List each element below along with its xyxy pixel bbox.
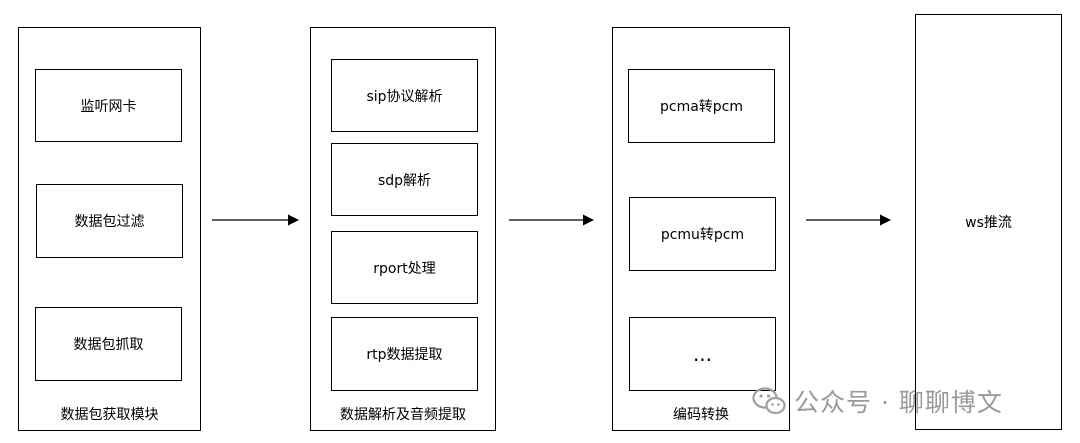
node-pcma-to-pcm: pcma转pcm bbox=[628, 69, 775, 143]
arrow-capture-to-parse bbox=[212, 214, 299, 226]
arrow-parse-to-transcode bbox=[509, 214, 594, 226]
node-label: pcma转pcm bbox=[659, 99, 744, 115]
node-label: sdp解析 bbox=[377, 172, 432, 189]
node-label: pcmu转pcm bbox=[660, 227, 745, 243]
node-label: ws推流 bbox=[965, 215, 1012, 231]
node-more: ... bbox=[629, 317, 776, 391]
module-label: 数据包获取模块 bbox=[60, 407, 159, 423]
node-pcmu-to-pcm: pcmu转pcm bbox=[629, 197, 776, 271]
wechat-icon bbox=[752, 387, 786, 415]
module-label: 编码转换 bbox=[673, 407, 729, 423]
node-label: 监听网卡 bbox=[80, 98, 137, 115]
node-rport-handle: rport处理 bbox=[331, 231, 478, 304]
node-label: 数据包抓取 bbox=[73, 337, 144, 353]
module-packet-capture: 监听网卡 数据包过滤 数据包抓取 数据包获取模块 bbox=[18, 27, 201, 431]
watermark-text: 公众号 · 聊聊博文 bbox=[794, 388, 1003, 417]
node-listen-nic: 监听网卡 bbox=[35, 69, 182, 142]
module-parse-extract: sip协议解析 sdp解析 rport处理 rtp数据提取 数据解析及音频提取 bbox=[310, 27, 496, 431]
module-transcode: pcma转pcm pcmu转pcm ... 编码转换 bbox=[612, 27, 790, 431]
node-packet-capture: 数据包抓取 bbox=[35, 307, 182, 381]
node-label: sip协议解析 bbox=[366, 88, 443, 105]
node-packet-filter: 数据包过滤 bbox=[36, 184, 183, 258]
arrow-transcode-to-ws bbox=[806, 214, 891, 226]
watermark: 公众号 · 聊聊博文 bbox=[752, 383, 1003, 419]
node-label: rport处理 bbox=[373, 260, 436, 277]
node-label: ... bbox=[692, 342, 713, 366]
node-ws-push: ws推流 bbox=[915, 14, 1062, 430]
module-label: 数据解析及音频提取 bbox=[340, 407, 466, 423]
node-label: 数据包过滤 bbox=[74, 214, 145, 230]
node-rtp-extract: rtp数据提取 bbox=[331, 317, 478, 391]
node-sdp-parse: sdp解析 bbox=[331, 143, 478, 216]
node-sip-parse: sip协议解析 bbox=[331, 59, 478, 132]
node-label: rtp数据提取 bbox=[366, 347, 443, 363]
